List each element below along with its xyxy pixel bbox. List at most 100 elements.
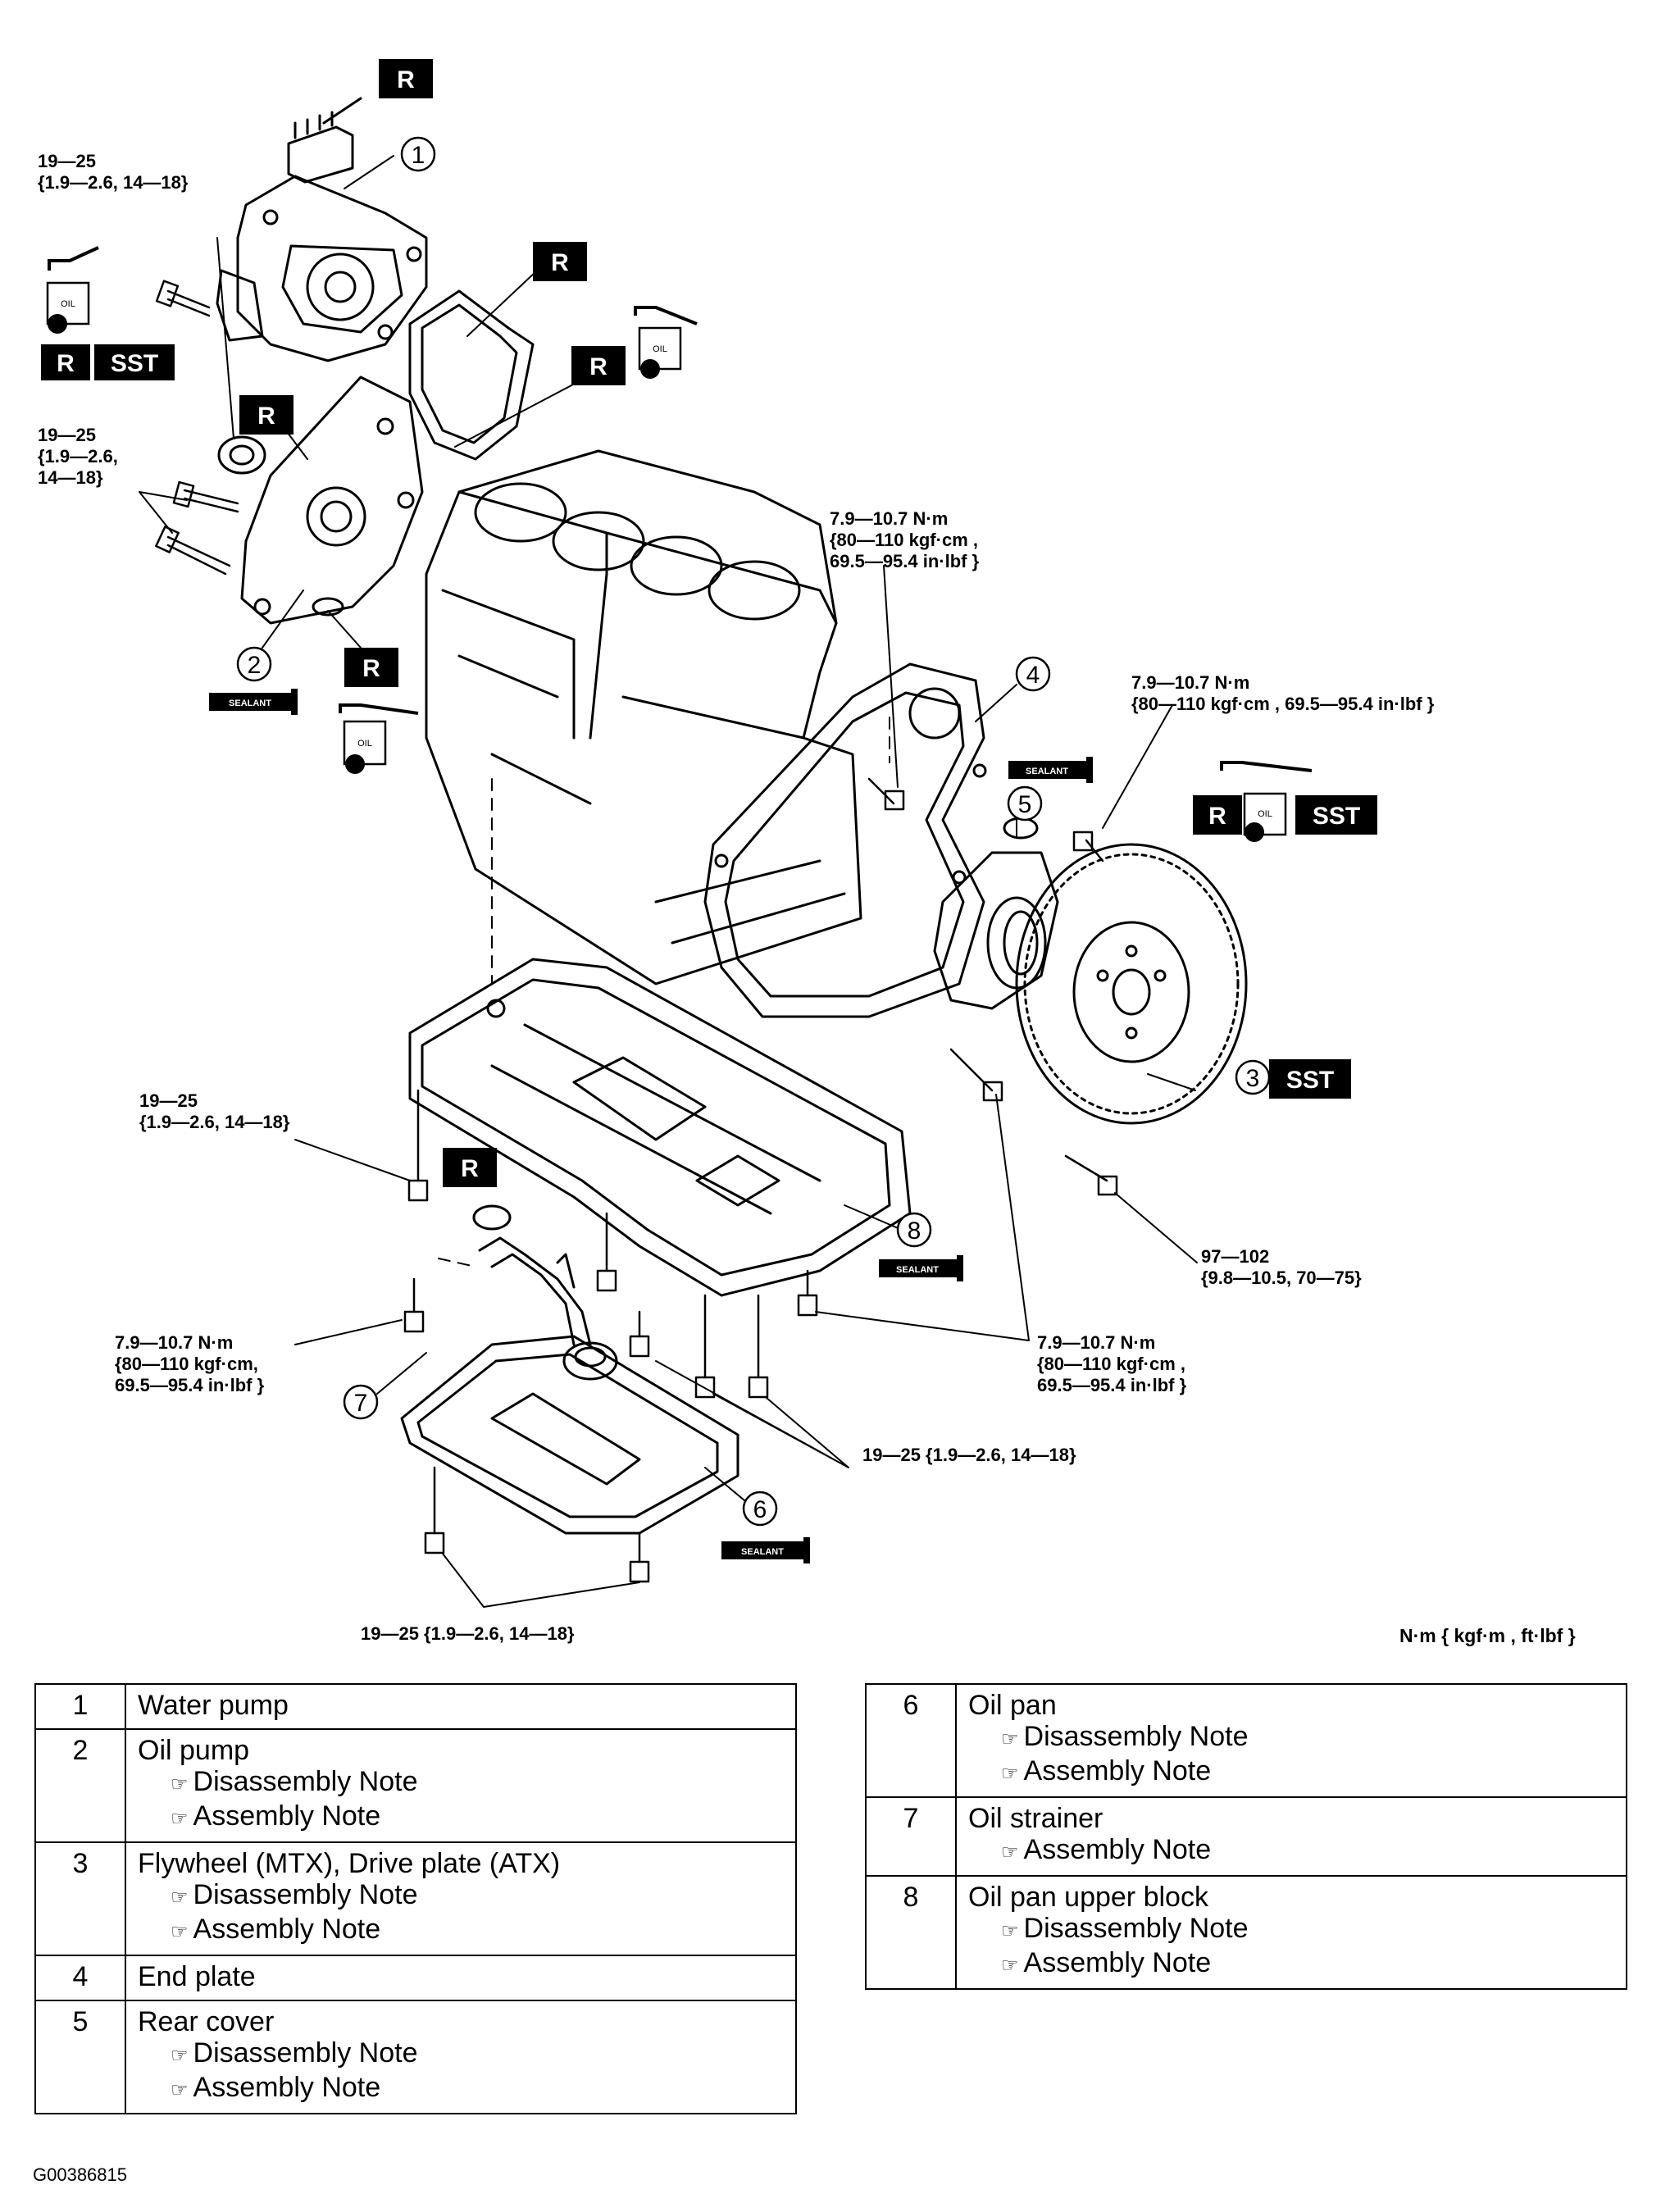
note-link[interactable]: ☞Assembly Note [1001,1947,1212,1978]
svg-text:R: R [461,1155,479,1182]
r-badge-flywheel: R [1193,795,1242,835]
torque-spec-flywheel: 97—102 {9.8—10.5, 70—75} [1201,1246,1362,1288]
oil-can-icon: OIL [1220,761,1313,842]
part-number: 1 [34,1683,126,1730]
svg-text:OIL: OIL [357,739,372,749]
r-badge-water-pump-gasket-piece: R [379,59,433,98]
svg-text:8: 8 [908,1218,921,1245]
end-plate [703,662,987,1018]
pointing-hand-icon: ☞ [171,2079,189,2101]
water-pump [216,175,428,362]
r-badge-oil-pump-key: R [239,395,294,435]
part-description: Flywheel (MTX), Drive plate (ATX) ☞Disas… [125,1841,797,1956]
note-link[interactable]: ☞Disassembly Note [1001,1913,1249,1944]
r-badge-water-pump-gasket: R [533,242,587,281]
torque-spec-oil-pump: 19—25 {1.9—2.6, 14—18} [38,425,118,488]
pointing-hand-icon: ☞ [1001,1728,1019,1750]
torque-spec-oil-pan: 19—25 {1.9—2.6, 14—18} [361,1623,575,1644]
oil-seal [217,435,266,475]
svg-text:OIL: OIL [61,299,75,309]
r-badge-block-ring: R [571,346,626,385]
part-number: 8 [865,1875,957,1990]
svg-text:3: 3 [1246,1065,1260,1092]
callout-1: 1 [400,136,436,172]
callout-7: 7 [343,1384,379,1420]
svg-text:2: 2 [248,652,262,679]
oil-pan-upper-block [408,958,912,1297]
svg-text:R: R [1208,803,1226,830]
svg-text:R: R [57,350,75,377]
sst-badges: SST SST SST [94,344,1377,1099]
torque-spec-rear-cover: 7.9—10.7 N·m {80—110 kgf·cm , 69.5—95.4 … [1131,672,1435,714]
pointing-hand-icon: ☞ [1001,1763,1019,1785]
sealant-icon: SEALANT [721,1537,810,1563]
pointing-hand-icon: ☞ [171,1887,189,1909]
svg-text:SEALANT: SEALANT [896,1265,939,1275]
svg-text:OIL: OIL [653,344,667,354]
oil-can-icons: OIL OIL OIL OIL [46,246,1313,842]
table-row: 2 Oil pump ☞Disassembly Note ☞Assembly N… [34,1728,797,1843]
note-link[interactable]: ☞Assembly Note [1001,1834,1212,1865]
pointing-hand-icon: ☞ [1001,1955,1019,1977]
table-row: 3 Flywheel (MTX), Drive plate (ATX) ☞Dis… [34,1841,797,1956]
torque-spec-water-pump: 19—25 {1.9—2.6, 14—18} [38,151,189,193]
table-row: 4 End plate [34,1955,797,2001]
svg-text:SST: SST [111,350,158,377]
leader-lines [139,155,1198,1608]
bolts [155,280,1118,1583]
svg-text:OIL: OIL [1258,809,1272,819]
note-link[interactable]: ☞Assembly Note [1001,1755,1212,1786]
r-badge-strainer-gasket: R [443,1148,497,1187]
part-name: Oil pan [968,1690,1057,1721]
part-name: Oil strainer [968,1803,1103,1834]
part-number: 6 [865,1683,957,1798]
part-description: Water pump [125,1683,797,1730]
parts-table-left: 1 Water pump 2 Oil pump ☞Disassembly Not… [34,1683,797,2114]
part-description: Oil pan upper block ☞Disassembly Note ☞A… [955,1875,1627,1990]
part-number: 2 [34,1728,126,1843]
svg-text:5: 5 [1018,791,1032,818]
sealant-icon: SEALANT [1008,757,1093,783]
note-link[interactable]: ☞Disassembly Note [1001,1721,1249,1752]
sealant-icon: SEALANT [209,689,298,715]
sealant-icon: SEALANT [879,1255,963,1281]
torque-spec-upper-block-rear: 7.9—10.7 N·m {80—110 kgf·cm , 69.5—95.4 … [1037,1332,1187,1395]
part-name: Oil pump [138,1735,250,1766]
part-number: 3 [34,1841,126,1956]
pointing-hand-icon: ☞ [171,1921,189,1943]
sst-badge-flywheel-top: SST [1295,795,1377,835]
table-row: 5 Rear cover ☞Disassembly Note ☞Assembly… [34,2000,797,2114]
pointing-hand-icon: ☞ [1001,1920,1019,1942]
note-link[interactable]: ☞Assembly Note [171,1914,381,1945]
svg-text:SEALANT: SEALANT [229,699,271,708]
part-name: Oil pan upper block [968,1882,1208,1913]
table-row: 8 Oil pan upper block ☞Disassembly Note … [865,1875,1627,1990]
pointing-hand-icon: ☞ [171,1808,189,1830]
table-row: 6 Oil pan ☞Disassembly Note ☞Assembly No… [865,1683,1627,1798]
note-link[interactable]: ☞Disassembly Note [171,1879,418,1910]
part-name: Water pump [138,1690,289,1721]
torque-spec-upper-block-left: 19—25 {1.9—2.6, 14—18} [139,1090,290,1132]
note-link[interactable]: ☞Assembly Note [171,1800,381,1832]
part-description: Oil pump ☞Disassembly Note ☞Assembly Not… [125,1728,797,1843]
oil-can-icon: OIL [46,246,99,334]
note-link[interactable]: ☞Assembly Note [171,2072,381,2103]
part-name: End plate [138,1961,256,1992]
r-badge-oil-pump-oring: R [344,648,398,687]
callout-3: 3 [1235,1059,1271,1095]
callout-2: 2 [236,646,272,682]
note-link[interactable]: ☞Disassembly Note [171,1766,418,1797]
part-name: Rear cover [138,2006,275,2037]
pointing-hand-icon: ☞ [1001,1841,1019,1864]
part-description: Rear cover ☞Disassembly Note ☞Assembly N… [125,2000,797,2114]
rear-cover [933,817,1059,1010]
svg-text:R: R [257,403,275,430]
note-link[interactable]: ☞Disassembly Note [171,2037,418,2069]
torque-spec-end-plate: 7.9—10.7 N·m {80—110 kgf·cm , 69.5—95.4 … [830,508,980,571]
oil-pump [240,375,424,625]
svg-text:SST: SST [1313,803,1360,830]
callout-4: 4 [1015,656,1051,692]
r-badge-oil-seal: R [41,344,90,380]
callout-5: 5 [1007,785,1043,822]
flywheel [1015,843,1248,1125]
